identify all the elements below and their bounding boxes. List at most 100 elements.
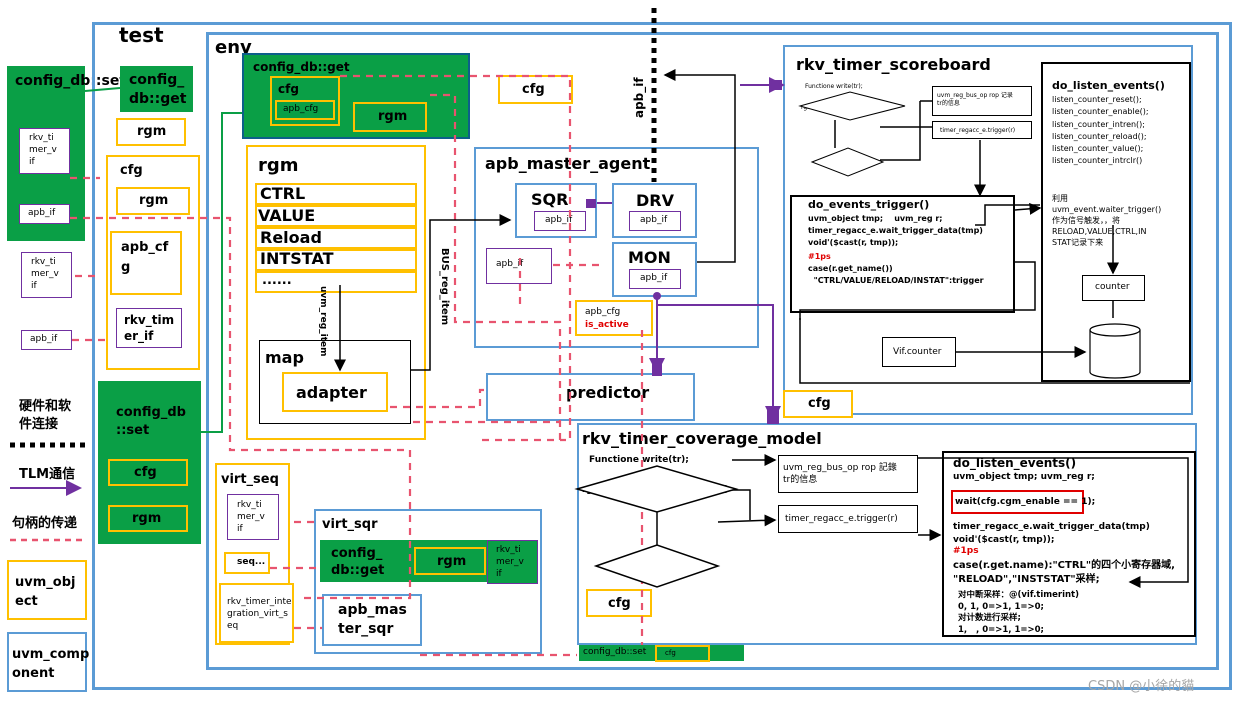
coverage-listen-delay: #1ps	[953, 546, 979, 556]
virt-sqr-title: virt_sqr	[322, 517, 378, 532]
legend-vif-label-2: rkv_ti mer_v if	[31, 257, 59, 291]
test-apb-cfg: apb_cf g	[121, 240, 169, 275]
scoreboard-counter-box	[1082, 275, 1145, 301]
test-rgm: rgm	[137, 124, 167, 139]
env-cfg-box	[270, 76, 340, 126]
scoreboard-listen-title: do_listen_events()	[1052, 79, 1165, 92]
env-rgm-small: rgm	[378, 109, 408, 124]
test-title: test	[119, 23, 164, 47]
coverage-listen-tail: 对中断采样：@(vif.timerint) 0, 1, 0=>1, 1=>0; …	[958, 590, 1080, 635]
coverage-r-null: r != null	[634, 562, 674, 572]
virt-sqr-vif: rkv_ti mer_v if	[496, 545, 524, 579]
coverage-listen-l3: timer_regacc_e.wait_trigger_data(tmp) vo…	[953, 522, 1150, 545]
coverage-get-reg: rgm.map.get_reg_by_offset(tr)	[582, 485, 729, 495]
coverage-listen-l1: uvm_object tmp; uvm_reg r;	[953, 472, 1095, 482]
test-cfg-rgm: rgm	[139, 193, 169, 208]
coverage-set-cfg-box	[655, 645, 710, 662]
scoreboard-events-case: case(r.get_name()) "CTRL/VALUE/RELOAD/IN…	[808, 264, 984, 285]
virt-sqr-apb-master-sqr-label: apb_mas ter_sqr	[338, 602, 407, 637]
env-cfg: cfg	[278, 82, 299, 96]
coverage-listen-title: do_listen_events()	[953, 456, 1077, 470]
legend-handle: 句柄的传递	[12, 516, 78, 531]
env-reg-more-label: ......	[262, 273, 292, 288]
virt-seq-integration: rkv_timer_inte gration_virt_s eq	[227, 597, 292, 631]
legend-apb-if-box-1	[19, 204, 70, 224]
legend-apb-if-label-1: apb_if	[28, 208, 56, 218]
scoreboard-get-reg: rgm.map.get_reg_by_offset(tr)	[801, 104, 893, 111]
coverage-config-db-set	[579, 645, 744, 661]
agent-drv-label: DRV	[636, 191, 674, 210]
scoreboard-vif-counter: Vif.counter	[893, 347, 942, 357]
env-config-db-get-label: config_db::get	[253, 60, 350, 74]
coverage-title: rkv_timer_coverage_model	[582, 429, 822, 448]
legend-apb-if-label-2: apb_if	[30, 334, 58, 344]
dotted-apb-if-label: apb_if	[632, 77, 646, 118]
agent-drv-if: apb_if	[640, 215, 668, 225]
coverage-listen-wait: wait(cfg.cgm_enable == 1);	[955, 497, 1096, 507]
scoreboard-note: 利用 uvm_event.waiter_trigger() 作为信号触发，，将 …	[1052, 194, 1162, 247]
coverage-set-cfg: cfg	[665, 649, 676, 657]
legend-hw-sw-conn: 硬件和软 件连接	[19, 399, 72, 432]
coverage-bus-op: uvm_reg_bus_op rop 記錄 tr的信息	[783, 463, 897, 485]
legend-tlm: TLM通信	[19, 467, 76, 482]
scoreboard-events-delay: #1ps	[808, 252, 831, 261]
env-cfg-outside: cfg	[522, 82, 545, 97]
virt-sqr-vif-box	[487, 540, 538, 584]
agent-apb-cfg: apb_cfg	[585, 307, 621, 317]
scoreboard-bus-op: uvm_reg_bus_op rop 记录 tr的信息	[937, 92, 1013, 107]
virt-seq-seq: seq...	[237, 557, 266, 567]
test-config-db-get-label: config_ db::get	[129, 72, 187, 107]
scoreboard-frame	[783, 45, 1193, 415]
legend-config-db-set-label: config_db::set	[15, 73, 127, 89]
coverage-cfg: cfg	[608, 596, 631, 611]
test-rgm-box	[116, 118, 186, 146]
env-rgm-title: rgm	[258, 155, 299, 176]
env-map-label: map	[265, 348, 304, 367]
env-title: env	[215, 37, 252, 58]
scoreboard-r-null: r != null	[838, 158, 863, 165]
test-set-rgm: rgm	[132, 511, 162, 526]
scoreboard-listen-code: listen_counter_reset(); listen_counter_e…	[1052, 95, 1149, 166]
env-apb-cfg: apb_cfg	[283, 104, 319, 114]
legend-uvm-component-box	[7, 632, 87, 692]
scoreboard-fn-write: Functione write(tr);	[805, 83, 863, 90]
legend-uvm-object: uvm_obj ect	[15, 575, 76, 609]
scoreboard-events-code: uvm_object tmp; uvm_reg r; timer_regacc_…	[808, 214, 983, 247]
test-config-db-set-label: config_db ::set	[116, 405, 186, 438]
coverage-frame	[577, 423, 1197, 645]
env-reg-reload-label: Reload	[260, 228, 322, 247]
scoreboard-cfg: cfg	[808, 396, 831, 411]
virt-sqr-config-db-get-label: config_ db::get	[331, 546, 385, 578]
scoreboard-cfg-box	[783, 390, 853, 418]
agent-sqr-if: apb_if	[545, 215, 573, 225]
coverage-trigger: timer_regacc_e.trigger(r)	[785, 514, 898, 524]
coverage-bus-op-box	[778, 455, 918, 493]
test-config-db-get	[120, 66, 193, 112]
test-cfg: cfg	[120, 163, 143, 178]
agent-mon-if: apb_if	[640, 273, 668, 283]
env-reg-intstat-label: INTSTAT	[260, 249, 334, 268]
test-rkv-timer-if: rkv_tim er_if	[124, 313, 175, 343]
virt-sqr-rgm: rgm	[437, 554, 467, 569]
coverage-trigger-box	[778, 505, 918, 533]
env-adapter-label: adapter	[296, 383, 367, 402]
virt-seq-vif: rkv_ti mer_v if	[237, 500, 265, 534]
coverage-fn-write: Functione write(tr);	[589, 455, 689, 465]
virt-seq-title: virt_seq	[221, 472, 279, 487]
test-cfg-rgm-box	[116, 187, 190, 215]
scoreboard-trigger: timer_regacc_e.trigger(r)	[940, 127, 1016, 134]
legend-vif-box-1	[19, 128, 70, 174]
virt-sqr-rgm-box	[414, 547, 486, 575]
agent-title: apb_master_agent	[485, 154, 651, 173]
scoreboard-compare: Compare	[1094, 355, 1131, 364]
env-bus-reg-item: BUS_reg_item	[439, 248, 450, 326]
legend-vif-label-1: rkv_ti mer_v if	[29, 133, 57, 167]
scoreboard-events-title: do_events_trigger()	[808, 198, 930, 211]
legend-uvm-component: uvm_comp onent	[12, 647, 90, 681]
agent-is-active: is_active	[585, 320, 629, 330]
scoreboard-title: rkv_timer_scoreboard	[796, 55, 991, 74]
env-reg-value-label: VALUE	[258, 206, 316, 225]
agent-apb-cfg-box	[575, 300, 653, 336]
test-set-cfg: cfg	[134, 465, 157, 480]
predictor-label: predictor	[566, 383, 650, 402]
